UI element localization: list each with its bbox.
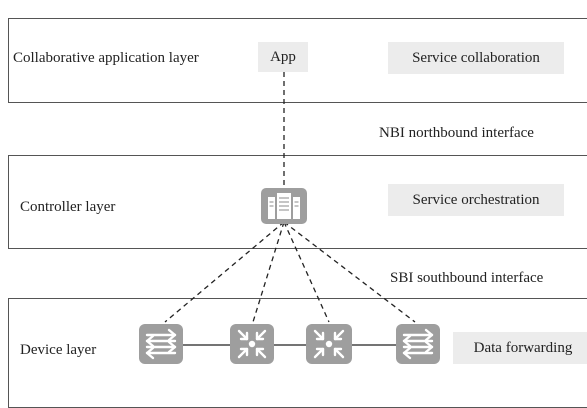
sbi-link-2 [252, 221, 285, 323]
server-rack-icon [261, 188, 307, 224]
connection-lines [164, 72, 416, 346]
controller-layer-label: Controller layer [20, 199, 116, 215]
sbi-link-3 [283, 221, 330, 323]
app-badge: App [258, 42, 308, 72]
service-orchestration-tag: Service orchestration [388, 184, 564, 216]
sbi-link-1 [164, 221, 285, 323]
router-icon [306, 324, 352, 364]
switch-icon [396, 324, 440, 364]
collaborative-application-layer-label: Collaborative application layer [13, 50, 199, 66]
switch-icon [139, 324, 183, 364]
device-layer-label: Device layer [20, 342, 97, 358]
sbi-link-4 [283, 221, 416, 323]
service-collaboration-tag: Service collaboration [388, 42, 564, 74]
sbi-interface-label: SBI southbound interface [390, 270, 544, 286]
data-forwarding-tag: Data forwarding [453, 332, 587, 364]
nbi-interface-label: NBI northbound interface [379, 125, 534, 141]
router-icon [230, 324, 274, 364]
